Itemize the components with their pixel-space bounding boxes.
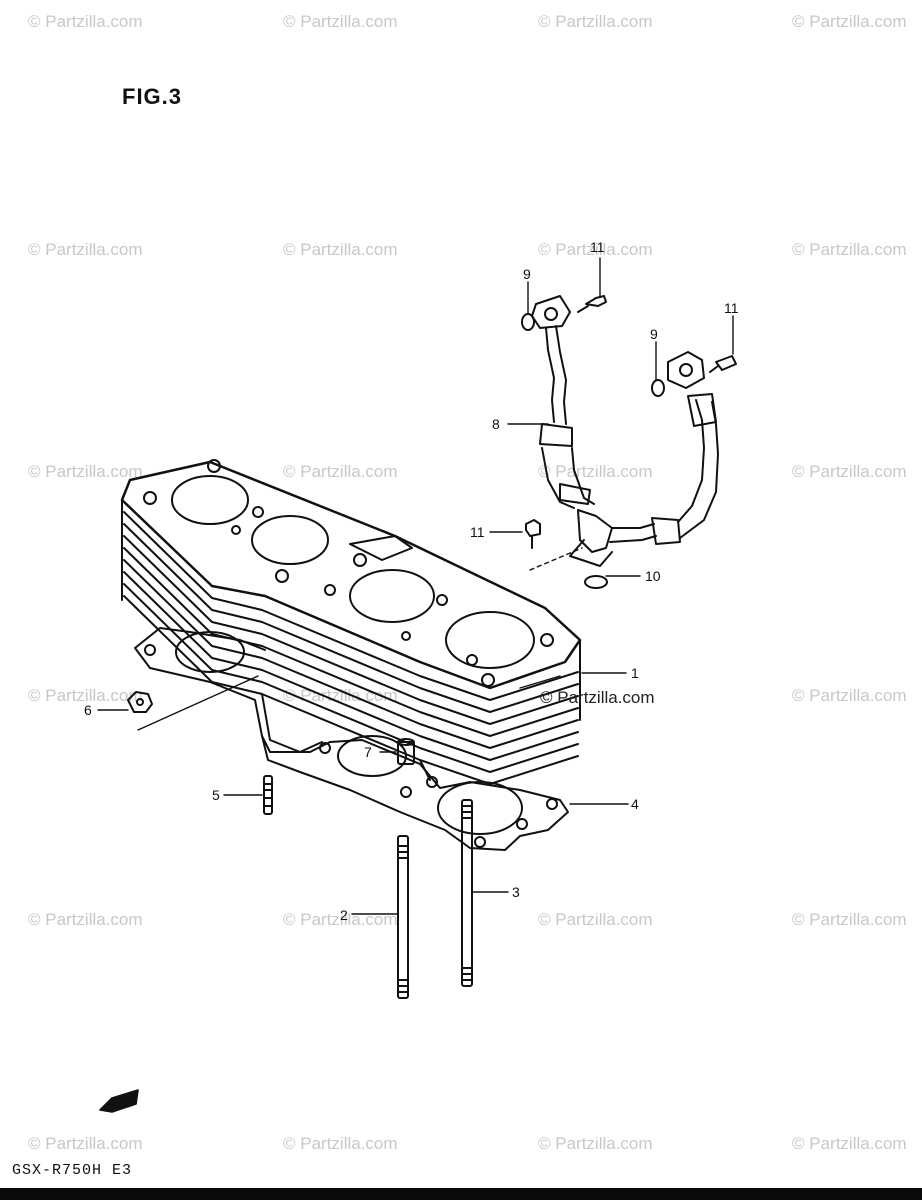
- callout-3: 3: [512, 884, 520, 900]
- watermark: © Partzilla.com: [792, 1134, 907, 1153]
- watermark: © Partzilla.com: [283, 12, 398, 31]
- callout-11c: 11: [470, 524, 485, 540]
- watermark: © Partzilla.com: [283, 910, 398, 929]
- callout-1: 1: [631, 665, 639, 681]
- cylinder-block: [120, 459, 582, 785]
- watermark: © Partzilla.com: [28, 686, 143, 705]
- watermark: © Partzilla.com: [283, 462, 398, 481]
- nut: [127, 691, 153, 713]
- callout-6: 6: [84, 702, 92, 718]
- long-stud-3: [461, 799, 473, 987]
- callout-7: 7: [364, 744, 372, 760]
- callout-11a: 11: [590, 239, 605, 255]
- inline-watermark: © Partzilla.com: [540, 688, 655, 707]
- watermark: © Partzilla.com: [538, 12, 653, 31]
- watermark: © Partzilla.com: [283, 240, 398, 259]
- cylinder-base-gasket: [134, 627, 569, 851]
- bolts: [525, 295, 737, 549]
- long-stud-2: [397, 835, 409, 999]
- watermark: © Partzilla.com: [28, 12, 143, 31]
- watermark: © Partzilla.com: [792, 240, 907, 259]
- callout-9b: 9: [650, 326, 658, 342]
- model-code: GSX-R750H E3: [12, 1162, 133, 1179]
- watermark: © Partzilla.com: [792, 12, 907, 31]
- oil-hose-assembly: [531, 295, 719, 567]
- callout-8: 8: [492, 416, 500, 432]
- watermark: © Partzilla.com: [538, 462, 653, 481]
- figure-title: FIG.3: [122, 84, 183, 109]
- watermark: © Partzilla.com: [792, 462, 907, 481]
- watermark: © Partzilla.com: [28, 462, 143, 481]
- watermark: © Partzilla.com: [538, 910, 653, 929]
- watermark: © Partzilla.com: [792, 686, 907, 705]
- watermark: © Partzilla.com: [283, 1134, 398, 1153]
- watermark: © Partzilla.com: [28, 1134, 143, 1153]
- short-stud: [263, 775, 273, 815]
- callout-11b: 11: [724, 300, 739, 316]
- callout-leaders: [97, 257, 734, 915]
- bottom-bar: [0, 1188, 922, 1200]
- watermark: © Partzilla.com: [538, 1134, 653, 1153]
- callout-4: 4: [631, 796, 639, 812]
- o-rings: [521, 313, 665, 589]
- watermark: © Partzilla.com: [28, 910, 143, 929]
- dowel-pin: [397, 738, 415, 765]
- callout-9a: 9: [523, 266, 531, 282]
- fwd-arrow-icon: [99, 1089, 139, 1113]
- callout-10: 10: [645, 568, 661, 584]
- watermark: © Partzilla.com: [792, 910, 907, 929]
- watermark: © Partzilla.com: [538, 240, 653, 259]
- callout-2: 2: [340, 907, 348, 923]
- callout-5: 5: [212, 787, 220, 803]
- watermark: © Partzilla.com: [28, 240, 143, 259]
